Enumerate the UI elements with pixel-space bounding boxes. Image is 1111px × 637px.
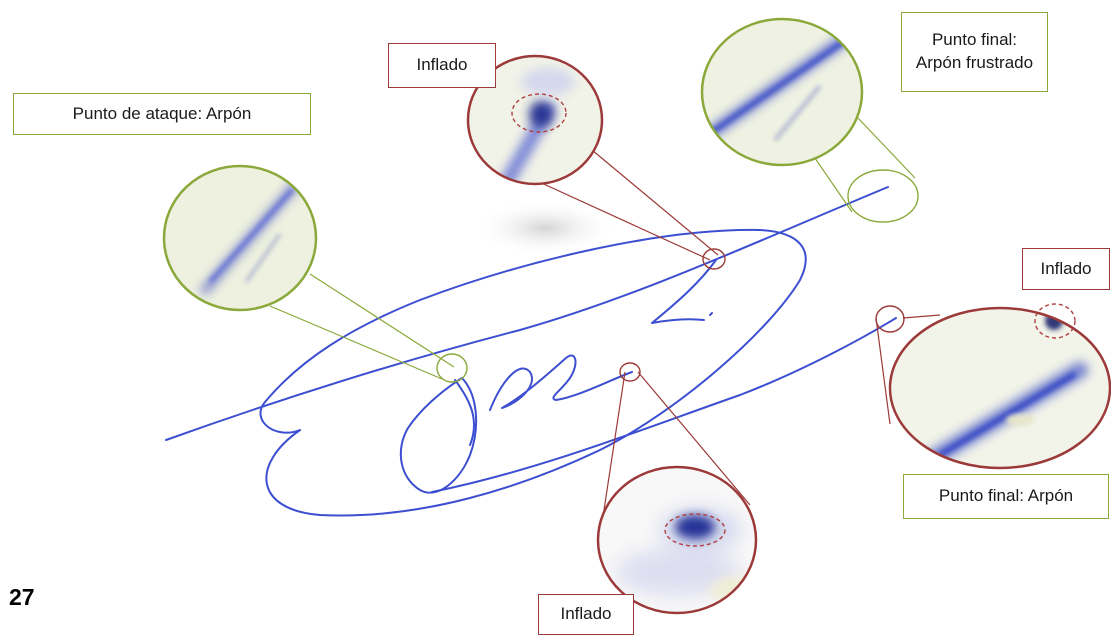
signature-stroke-dot [709,312,713,316]
marker-inflated-top [702,248,726,270]
label-inflated-top: Inflado [388,43,496,88]
background-smudge [473,200,617,256]
label-end-point-text: Punto final: Arpón [938,486,1074,506]
label-inflated-bottom-text: Inflado [560,604,612,624]
zoom-end-point-frustrated [700,17,864,167]
label-inflated-top-text: Inflado [416,55,468,75]
marker-inflated-bottom [619,362,641,382]
signature-stroke-big-loop [259,228,807,517]
zoom-inflated-bottom [596,465,758,615]
zoom-attack-point [162,164,318,312]
signature-stroke-letters [454,354,633,446]
callout-connectors [269,117,941,511]
label-attack-point-text: Punto de ataque: Arpón [72,103,252,123]
label-end-point-frustrated-line1: Punto final: [931,30,1018,50]
marker-end-frustrated [847,169,919,223]
label-end-point-frustrated-line2: Arpón frustrado [915,53,1034,72]
signature-strokes [165,186,897,517]
signature-stroke-lower-line [431,317,897,493]
page-number: 27 [9,584,35,610]
label-inflated-bottom: Inflado [538,594,634,635]
signature-stroke-upper-line [165,186,889,441]
label-end-point: Punto final: Arpón [903,474,1109,519]
marker-inflated-right [875,305,905,333]
label-attack-point: Punto de ataque: Arpón [13,93,311,135]
signature-stroke-inner-loop [399,377,478,494]
signature-stroke-flourish [651,259,717,324]
zoom-inflated-right [888,303,1111,470]
label-inflated-right-text: Inflado [1040,258,1092,278]
label-inflated-right: Inflado [1022,248,1110,290]
label-end-point-frustrated: Punto final: Arpón frustrado [901,12,1048,92]
marker-attack-point [436,353,468,383]
source-markers [436,169,919,383]
